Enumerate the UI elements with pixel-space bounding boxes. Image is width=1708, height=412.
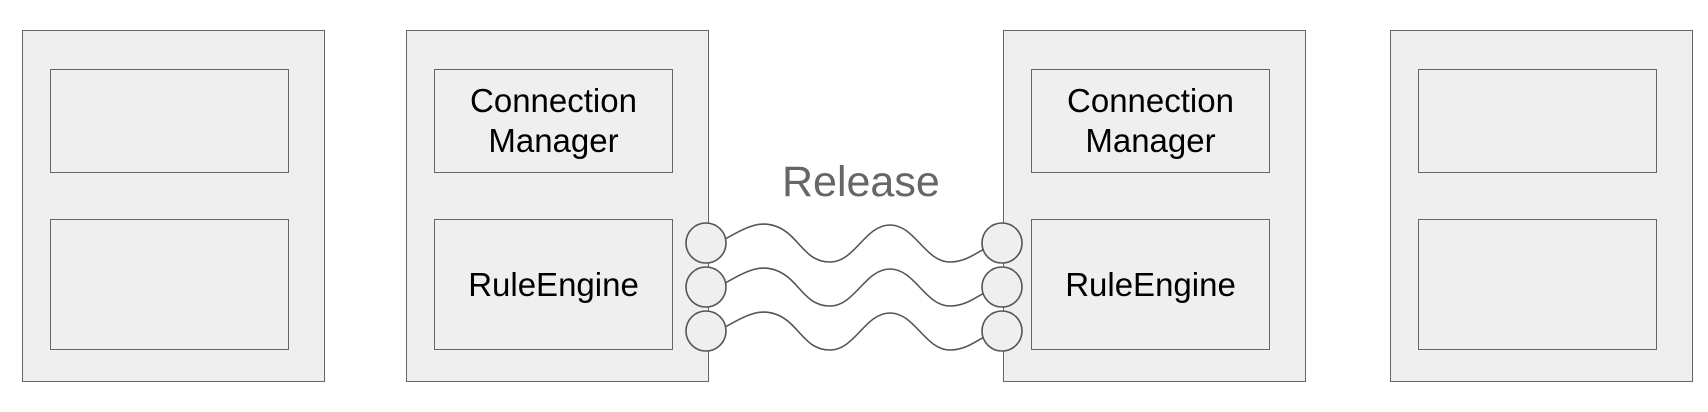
node-3-port-2 (981, 266, 1023, 308)
node-1-top-box (50, 69, 289, 173)
node-2: Connection Manager RuleEngine (406, 30, 709, 382)
node-3-port-1 (981, 222, 1023, 264)
node-4-top-box (1418, 69, 1657, 173)
node-3-connection-manager-line2: Manager (1085, 122, 1216, 159)
release-link-1 (717, 223, 999, 263)
node-2-connection-manager: Connection Manager (434, 69, 673, 173)
release-label: Release (782, 158, 940, 206)
release-link-2 (717, 267, 999, 307)
release-link-3 (717, 311, 999, 351)
node-2-port-3 (685, 310, 727, 352)
node-2-connection-manager-line1: Connection (470, 82, 637, 120)
node-4 (1390, 30, 1693, 382)
node-1-bottom-box (50, 219, 289, 350)
node-2-rule-engine: RuleEngine (434, 219, 673, 350)
node-2-port-2 (685, 266, 727, 308)
node-3-rule-engine: RuleEngine (1031, 219, 1270, 350)
node-2-port-1 (685, 222, 727, 264)
node-3: Connection Manager RuleEngine (1003, 30, 1306, 382)
node-3-rule-engine-label: RuleEngine (1065, 265, 1236, 303)
node-3-connection-manager: Connection Manager (1031, 69, 1270, 173)
node-3-connection-manager-line1: Connection (1067, 82, 1234, 120)
node-4-bottom-box (1418, 219, 1657, 350)
node-2-rule-engine-label: RuleEngine (468, 265, 639, 303)
node-2-connection-manager-line2: Manager (488, 122, 619, 159)
node-1 (22, 30, 325, 382)
node-3-port-3 (981, 310, 1023, 352)
